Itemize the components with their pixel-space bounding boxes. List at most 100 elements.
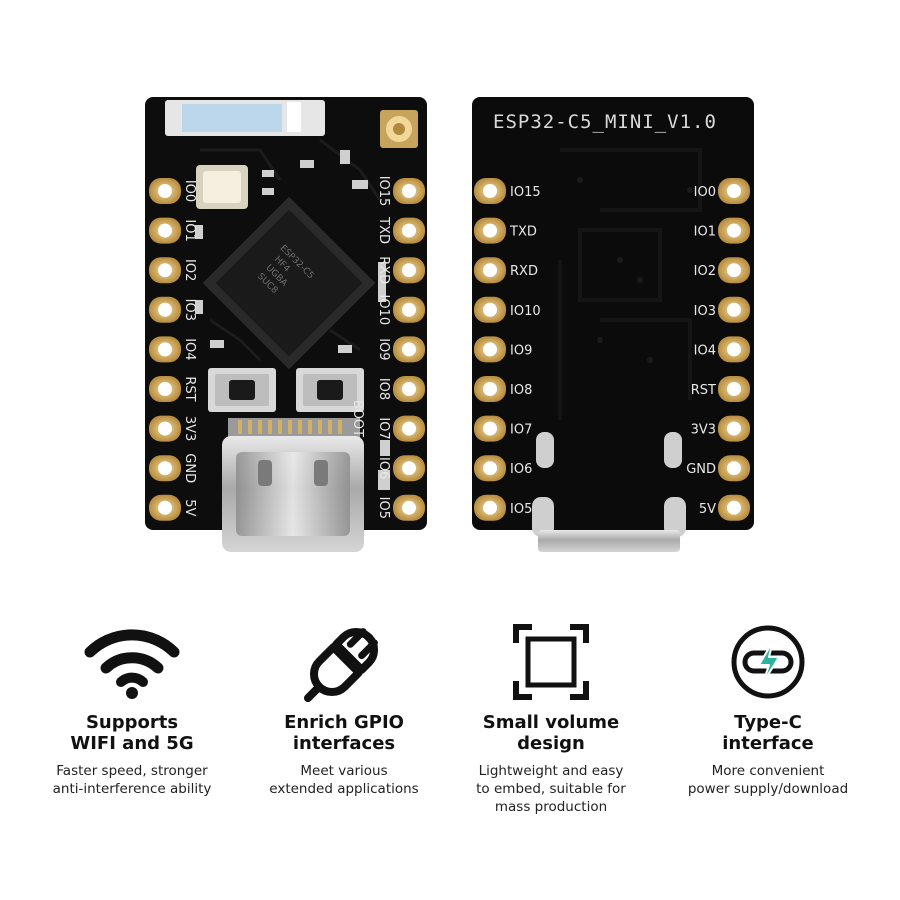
front-right-pad-hole <box>402 223 416 238</box>
back-right-pad-hole <box>727 421 741 436</box>
front-left-pin-label: 3V3 <box>182 416 197 441</box>
back-left-pad-hole <box>483 184 497 198</box>
back-right-pad-hole <box>727 184 741 198</box>
usb-c-connector-front <box>222 418 364 552</box>
feature-typec-desc-1: More convenient <box>711 763 825 779</box>
feature-typec-title-2: interface <box>722 733 814 754</box>
front-left-pin-label: IO0 <box>182 180 197 202</box>
back-left-pin-label: IO5 <box>510 502 532 517</box>
back-right-pad-hole <box>727 382 741 396</box>
front-left-pad-hole <box>158 302 172 317</box>
back-left-pad-hole <box>483 382 497 396</box>
front-right-pad-hole <box>402 342 416 357</box>
front-right-pad-hole <box>402 184 416 198</box>
feature-gpio-desc-1: Meet various <box>300 763 388 779</box>
feature-size-desc-3: mass production <box>494 799 608 815</box>
front-left-pin-label: IO3 <box>182 299 197 321</box>
feature-gpio-desc-2: extended applications <box>269 781 419 797</box>
back-right-pin-label: GND <box>686 462 716 477</box>
back-right-pin-label: IO4 <box>694 343 716 358</box>
front-left-pad-hole <box>158 382 172 396</box>
feature-wifi-title-2: WIFI and 5G <box>70 733 194 754</box>
front-left-pin-label: 5V <box>182 499 197 516</box>
front-left-pin-label: IO4 <box>182 338 197 360</box>
front-board: ESP32-C5 HF4 UGBA SUC8 <box>145 97 427 552</box>
back-right-pin-label: IO2 <box>694 264 716 279</box>
usb-c-connector-back <box>532 432 686 552</box>
plug-icon <box>303 627 379 702</box>
back-right-pin-label: IO1 <box>694 225 716 240</box>
back-left-pin-label: IO15 <box>510 185 541 200</box>
feature-typec-title-1: Type-C <box>734 712 802 733</box>
back-right-pin-label: IO0 <box>694 185 716 200</box>
back-left-pin-label: IO10 <box>510 304 541 319</box>
back-left-pin-label: IO6 <box>510 462 532 477</box>
front-right-pin-label: IO9 <box>376 338 391 360</box>
front-right-pin-label: IO15 <box>376 176 391 207</box>
back-left-pad-hole <box>483 223 497 238</box>
back-left-pad-hole <box>483 263 497 278</box>
back-left-pin-label: RXD <box>510 264 538 279</box>
back-board: ESP32-C5_MINI_V1.0 IO15TXDRXDIO10IO9IO8I… <box>472 97 754 552</box>
feature-size-title-2: design <box>517 733 585 754</box>
feature-wifi-title-1: Supports <box>85 712 179 733</box>
front-left-pin-label: IO1 <box>182 219 197 241</box>
feature-wifi-desc-1: Faster speed, stronger <box>56 763 208 779</box>
front-left-pad-hole <box>158 421 172 436</box>
front-right-pin-label: IO10 <box>376 294 391 325</box>
front-right-pad-hole <box>402 500 416 515</box>
front-right-pad-hole <box>402 263 416 278</box>
features-row: Supports WIFI and 5G Faster speed, stron… <box>0 618 900 858</box>
back-right-pad-hole <box>727 500 741 515</box>
front-right-pad-hole <box>402 461 416 476</box>
front-left-pin-label: GND <box>182 453 197 483</box>
front-left-pad-hole <box>158 342 172 357</box>
front-right-pad-hole <box>402 302 416 317</box>
back-right-pin-label: 5V <box>699 502 716 517</box>
front-right-pin-label: IO8 <box>376 378 391 400</box>
back-left-pin-label: IO8 <box>510 383 532 398</box>
feature-size-title-1: Small volume <box>482 712 620 733</box>
front-right-pin-label: IO7 <box>376 417 391 439</box>
back-left-pin-label: TXD <box>509 225 537 240</box>
front-right-pin-label: TXD <box>376 216 391 244</box>
feature-size-desc-2: to embed, suitable for <box>476 781 626 797</box>
back-right-pad-hole <box>727 263 741 278</box>
back-right-pad-hole <box>727 302 741 317</box>
ufl-connector <box>380 110 418 148</box>
back-right-pad-hole <box>727 461 741 476</box>
back-left-pad-hole <box>483 421 497 436</box>
feature-gpio-title-1: Enrich GPIO <box>284 712 404 733</box>
back-left-pad-hole <box>483 302 497 317</box>
front-left-pad-hole <box>158 184 172 198</box>
feature-wifi-desc-2: anti-interference ability <box>52 781 212 797</box>
type-c-icon <box>731 625 805 699</box>
feature-gpio: Enrich GPIO interfaces Meet various exte… <box>239 618 449 798</box>
front-left-pin-label: IO2 <box>182 259 197 281</box>
feature-size-desc-1: Lightweight and easy <box>478 763 624 779</box>
front-left-pad-hole <box>158 223 172 238</box>
frame-icon <box>513 624 589 700</box>
feature-typec-desc-2: power supply/download <box>687 781 849 797</box>
back-left-pin-label: IO9 <box>510 343 532 358</box>
front-left-pin-label: RST <box>182 376 197 401</box>
front-right-pin-label: IO6 <box>376 457 391 479</box>
back-right-pin-label: RST <box>691 383 716 398</box>
back-left-pad-hole <box>483 500 497 515</box>
feature-gpio-title-2: interfaces <box>292 733 396 754</box>
boot-button <box>296 368 364 412</box>
front-left-pad-hole <box>158 500 172 515</box>
wifi-icon <box>84 629 180 699</box>
boot-silk-label: BOOT <box>350 400 365 437</box>
back-right-pin-label: 3V3 <box>691 423 716 438</box>
front-right-pad-hole <box>402 382 416 396</box>
front-left-pad-hole <box>158 263 172 278</box>
boards-photo: ESP32-C5 HF4 UGBA SUC8 <box>145 97 754 552</box>
feature-size: Small volume design Lightweight and easy… <box>446 618 656 816</box>
back-right-pad-hole <box>727 223 741 238</box>
esp32-chip: ESP32-C5 HF4 UGBA SUC8 <box>202 196 376 370</box>
front-right-pad-hole <box>402 421 416 436</box>
feature-typec: Type-C interface More convenient power s… <box>663 618 873 798</box>
back-left-pin-label: IO7 <box>510 423 532 438</box>
